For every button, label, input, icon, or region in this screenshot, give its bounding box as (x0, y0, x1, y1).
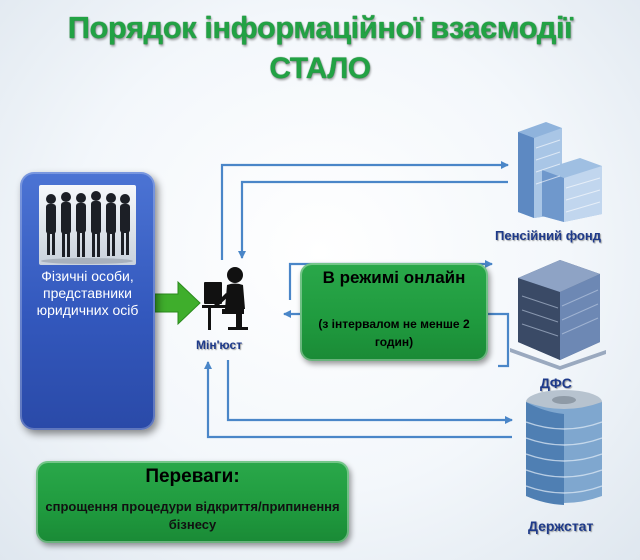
online-mode-interval: (з інтервалом не менше 2 годин) (318, 317, 470, 349)
dfs-building-icon (510, 256, 606, 370)
arrow-to-stat (226, 360, 513, 424)
business-people-image (39, 185, 136, 265)
online-mode-title: В режимі онлайн (322, 268, 466, 287)
individuals-panel: Фізичні особи, представники юридичних ос… (20, 172, 155, 430)
online-mode-box: В режимі онлайн (з інтервалом не менше 2… (300, 263, 488, 361)
page-subtitle: СТАЛО (269, 52, 371, 85)
page-title: Порядок інформаційної взаємодії (67, 10, 573, 45)
benefits-box: Переваги: спрощення процедури відкриття/… (36, 461, 349, 543)
benefits-text: спрощення процедури відкриття/припинення… (45, 499, 340, 532)
minjust-label: Мін'юст (196, 338, 243, 352)
pension-fund-building-icon (512, 118, 604, 222)
benefits-title: Переваги: (145, 466, 240, 487)
pension-fund-label: Пенсійний фонд (495, 228, 601, 243)
person-at-computer-icon (200, 265, 260, 335)
derzhstat-label: Держстат (528, 518, 594, 534)
dfs-label: ДФС (540, 375, 572, 391)
arrow-from-stat (204, 361, 512, 439)
arrow-from-pension (238, 180, 508, 259)
input-arrow (154, 280, 201, 326)
derzhstat-building-icon (516, 388, 612, 510)
arrow-to-pension (220, 161, 509, 260)
individuals-label: Фізичні особи, представники юридичних ос… (36, 268, 139, 318)
